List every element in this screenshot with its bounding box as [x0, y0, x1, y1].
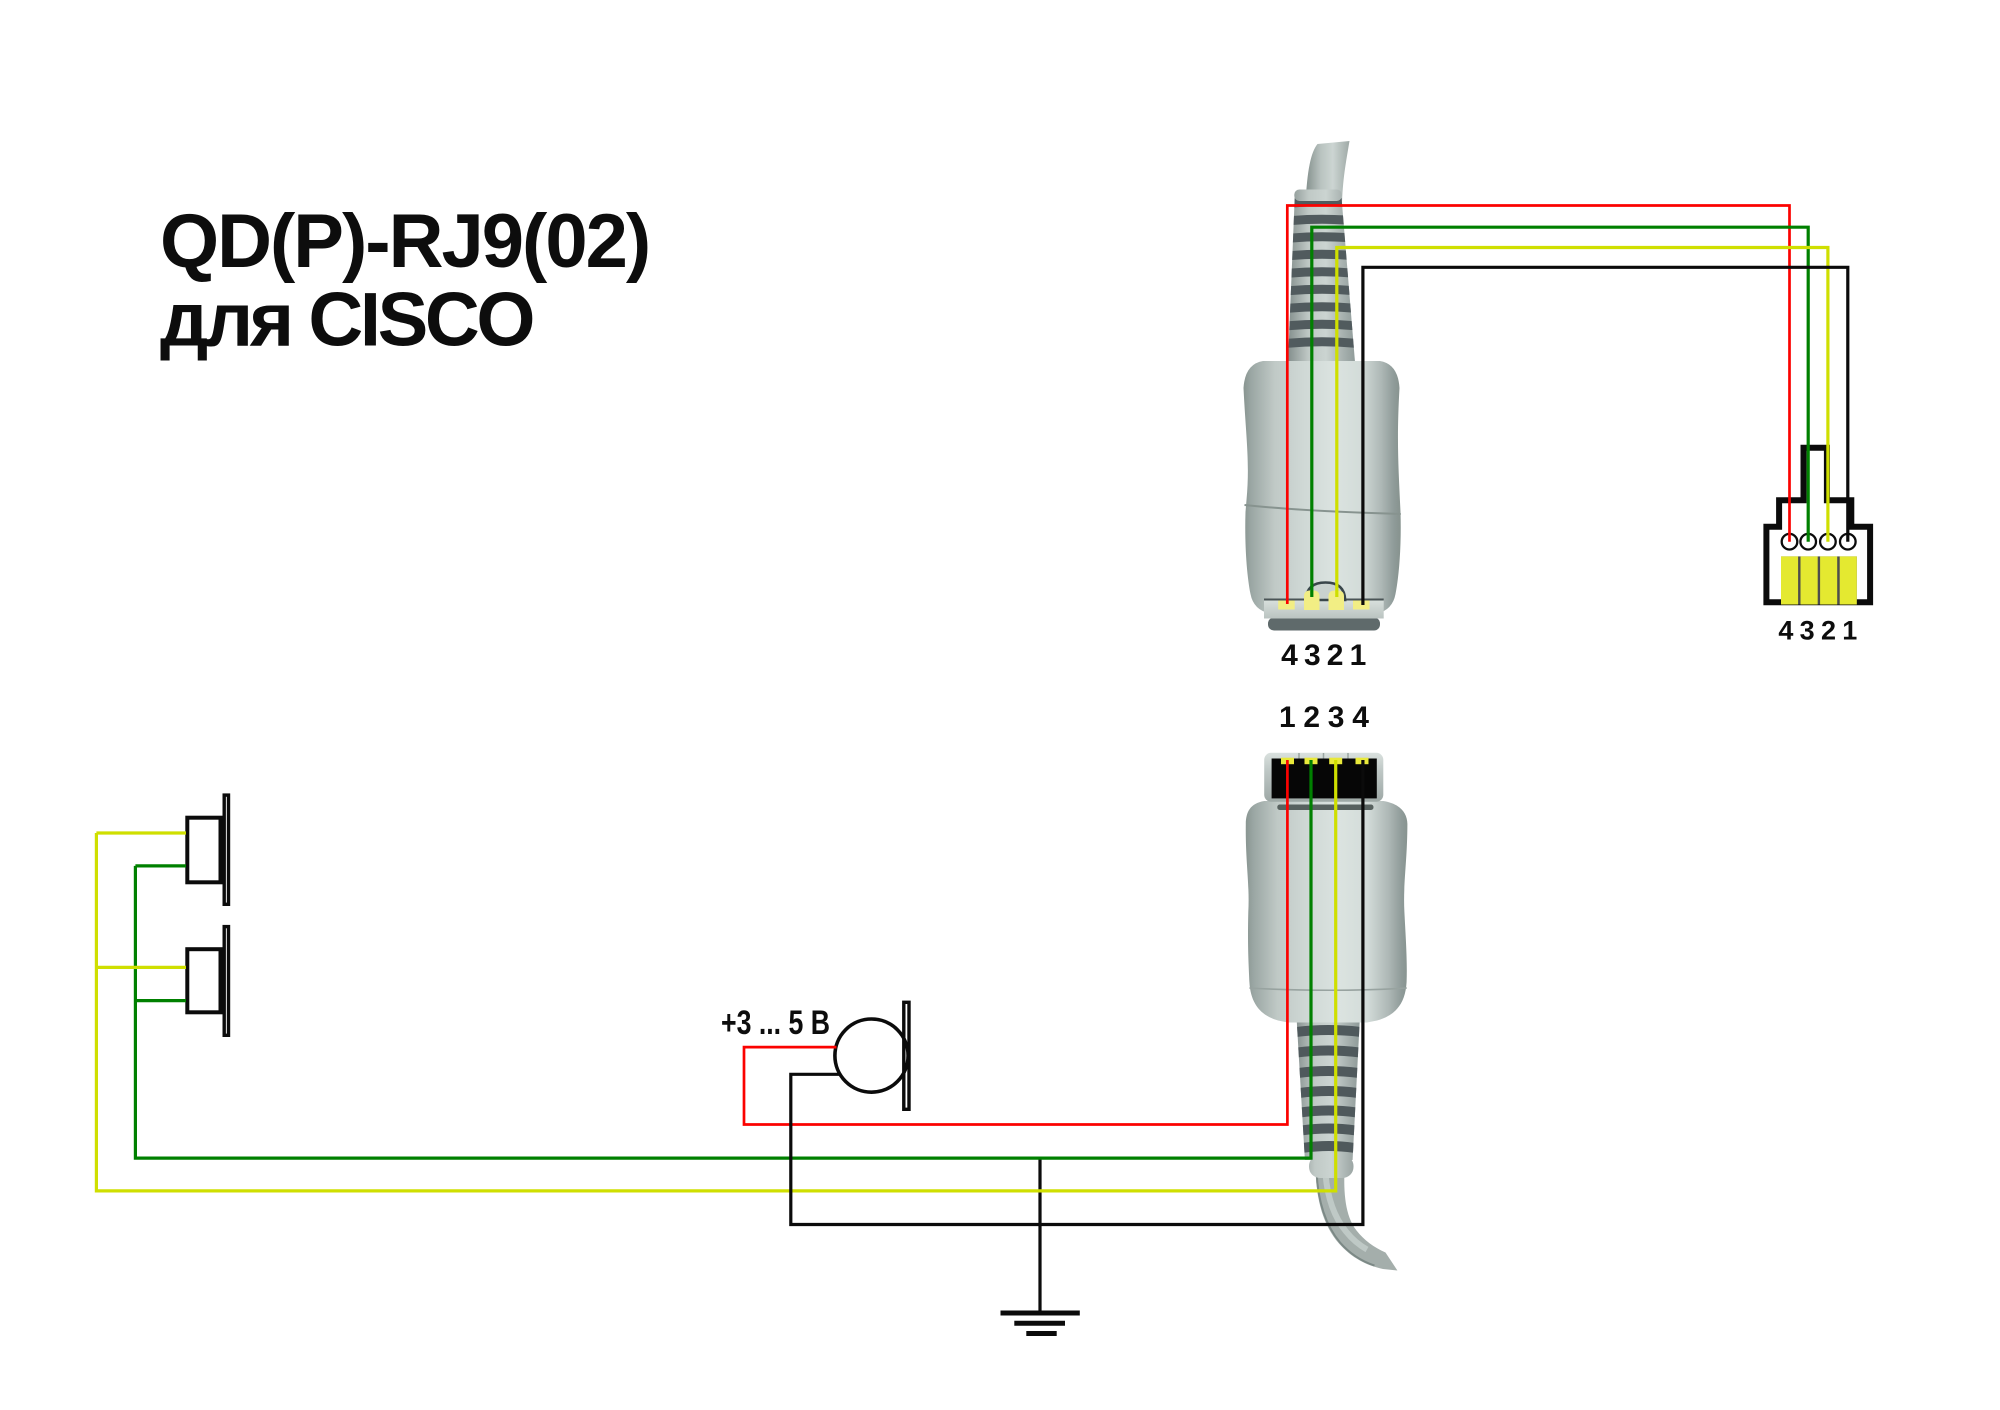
- svg-text:QD(P)-RJ9(02): QD(P)-RJ9(02): [160, 199, 649, 284]
- svg-text:4 3 2 1: 4 3 2 1: [1778, 616, 1857, 646]
- svg-text:4 3 2 1: 4 3 2 1: [1281, 639, 1365, 672]
- svg-text:+3 ... 5 В: +3 ... 5 В: [721, 1004, 830, 1042]
- svg-text:1 2 3 4: 1 2 3 4: [1279, 701, 1369, 734]
- svg-text:для CISCO: для CISCO: [160, 278, 532, 363]
